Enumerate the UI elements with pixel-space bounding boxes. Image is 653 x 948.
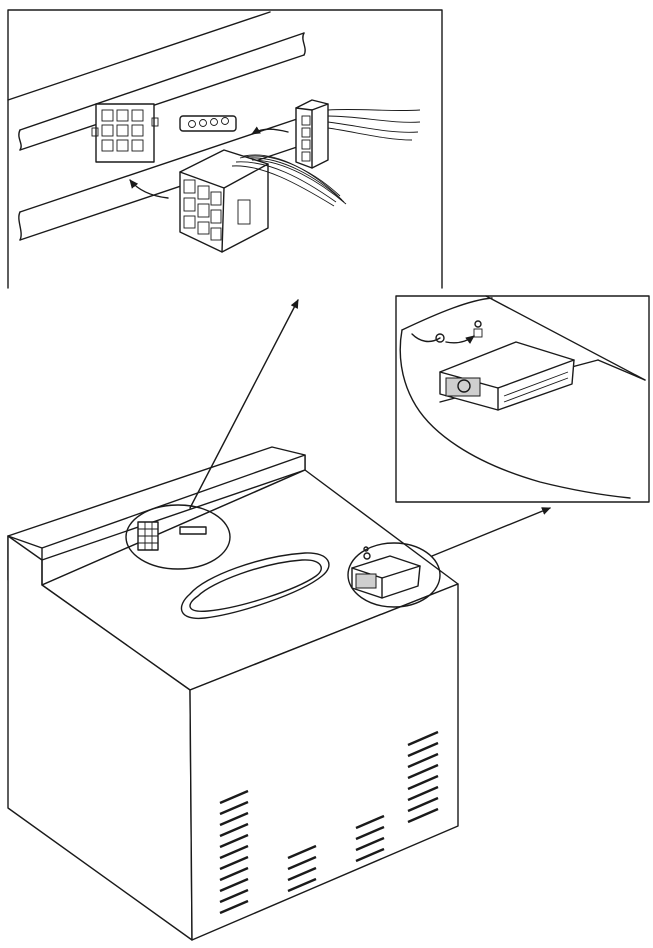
4-pin-plug-with-cable [295, 99, 421, 169]
leader-arrow-to-right-inset [431, 507, 551, 557]
module-port-icon [473, 320, 483, 338]
insert-arrow-module [445, 335, 475, 344]
rear-ledge-front-face [41, 454, 306, 561]
insert-arrow-12-pin [129, 179, 169, 199]
4-pin-socket [179, 115, 237, 132]
ventilation-slots [219, 730, 439, 915]
12-pin-power-socket-small [137, 521, 159, 551]
4-pin-socket-small [179, 526, 207, 535]
module-cable [411, 333, 441, 343]
12-pin-plug-with-cable [179, 149, 347, 253]
leader-arrow-to-top-inset [189, 299, 299, 509]
unit-body [7, 446, 459, 941]
module-highlight-ellipse [347, 542, 441, 608]
right-inset-module [395, 295, 650, 503]
socket-highlight-ellipse [125, 504, 231, 570]
insert-arrow-4-pin [251, 126, 289, 135]
module-cable-plug [435, 333, 445, 343]
plug-in-module-small [351, 546, 421, 599]
top-recess [180, 552, 330, 620]
right-face [189, 583, 459, 941]
top-inset-power-connectors [7, 9, 443, 289]
plug-in-module [439, 341, 575, 411]
12-pin-power-socket [91, 103, 159, 163]
top-inset-frame [7, 9, 443, 289]
right-inset-frame [395, 295, 650, 503]
